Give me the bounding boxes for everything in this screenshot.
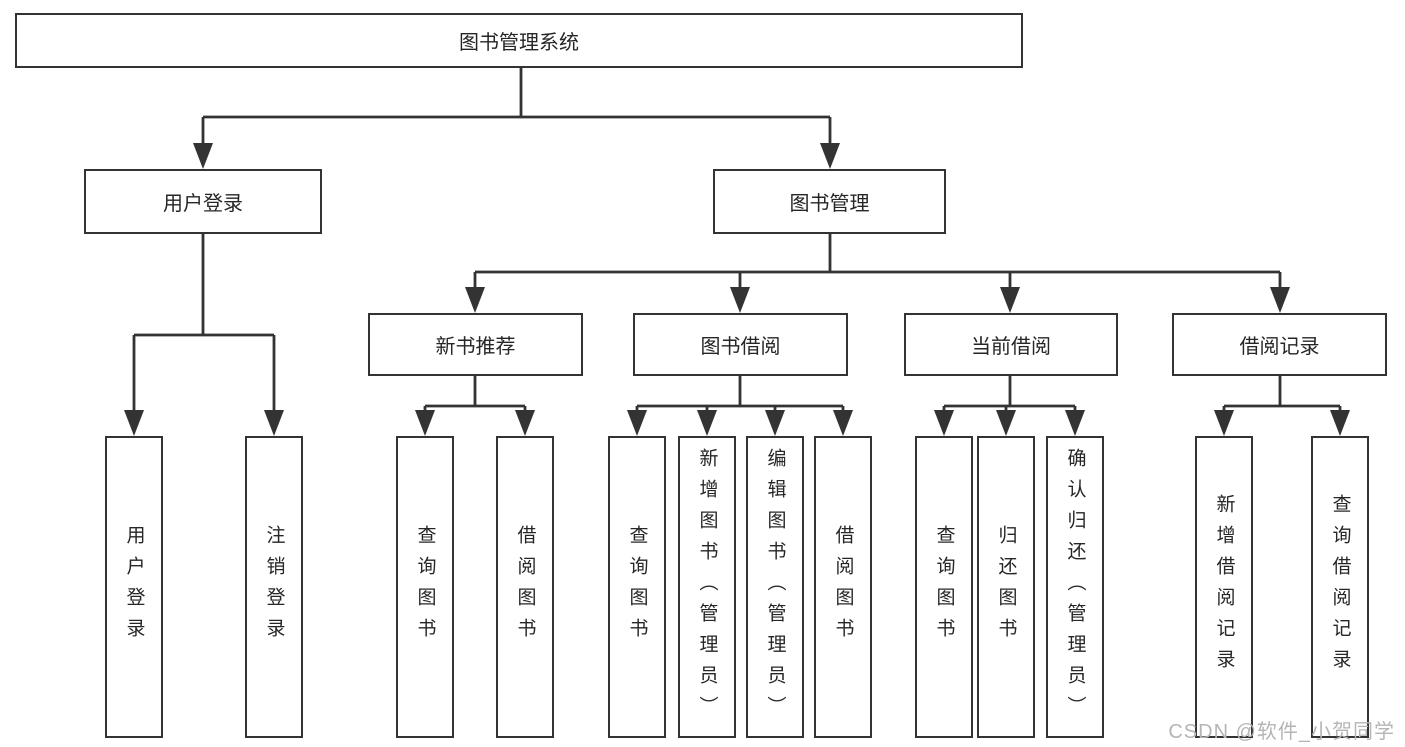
leaf-borrow-books: 借阅图书 [814, 436, 872, 738]
leaf-logout: 注销登录 [245, 436, 303, 738]
leaf-logout-label: 注销登录 [263, 525, 285, 649]
arrowhead [765, 410, 785, 436]
leaf-edit-books-admin-label: 编辑图书（管理员） [764, 447, 786, 727]
leaf-borrow-books-recommend-label: 借阅图书 [514, 525, 536, 649]
leaf-add-books-admin: 新增图书（管理员） [678, 436, 736, 738]
leaf-query-borrow-record: 查询借阅记录 [1311, 436, 1369, 738]
arrowhead [465, 287, 485, 313]
connector-new-book-to-leaves [423, 375, 527, 414]
node-current-borrow: 当前借阅 [904, 313, 1118, 376]
watermark: CSDN @软件_小贺同学 [1168, 721, 1395, 743]
node-borrow-records: 借阅记录 [1172, 313, 1387, 376]
arrowhead [124, 410, 144, 436]
node-new-book-recommend-label: 新书推荐 [435, 336, 516, 358]
connector-book-mgmt-to-level3 [473, 233, 1282, 289]
connector-current-borrow-to-leaves [942, 375, 1077, 414]
node-borrow-records-label: 借阅记录 [1239, 336, 1320, 358]
node-root: 图书管理系统 [15, 13, 1023, 68]
connector-user-login-to-leaves [132, 233, 276, 412]
arrowhead [730, 287, 750, 313]
arrowhead [934, 410, 954, 436]
arrowhead [415, 410, 435, 436]
node-book-borrow-label: 图书借阅 [700, 336, 781, 358]
leaf-return-books-label: 归还图书 [995, 525, 1017, 649]
leaf-user-login: 用户登录 [105, 436, 163, 738]
connector-book-borrow-to-leaves [635, 375, 845, 414]
node-user-login-label: 用户登录 [163, 193, 243, 215]
node-book-borrow: 图书借阅 [633, 313, 848, 376]
arrowhead [1214, 410, 1234, 436]
leaf-add-borrow-record: 新增借阅记录 [1195, 436, 1253, 738]
arrowhead [515, 410, 535, 436]
arrowhead [1270, 287, 1290, 313]
leaf-confirm-return-admin-label: 确认归还（管理员） [1064, 447, 1086, 727]
leaf-borrow-books-recommend: 借阅图书 [496, 436, 554, 738]
arrowhead [1330, 410, 1350, 436]
leaf-query-borrow-record-label: 查询借阅记录 [1329, 494, 1351, 680]
arrowhead [264, 410, 284, 436]
leaf-confirm-return-admin: 确认归还（管理员） [1046, 436, 1104, 738]
node-current-borrow-label: 当前借阅 [971, 336, 1051, 358]
arrowhead [627, 410, 647, 436]
arrowhead [833, 410, 853, 436]
arrowhead [697, 410, 717, 436]
node-new-book-recommend: 新书推荐 [368, 313, 583, 376]
leaf-user-login-label: 用户登录 [123, 525, 145, 649]
leaf-return-books: 归还图书 [977, 436, 1035, 738]
connector-borrow-records-to-leaves [1222, 375, 1342, 414]
leaf-query-books-recommend: 查询图书 [396, 436, 454, 738]
leaf-query-books-borrow: 查询图书 [608, 436, 666, 738]
connector-root-to-level2 [201, 67, 832, 146]
leaf-query-books-current: 查询图书 [915, 436, 973, 738]
leaf-query-books-borrow-label: 查询图书 [626, 525, 648, 649]
arrowhead [820, 143, 840, 169]
node-book-management: 图书管理 [713, 169, 946, 234]
leaf-borrow-books-label: 借阅图书 [832, 525, 854, 649]
leaf-add-books-admin-label: 新增图书（管理员） [696, 447, 718, 727]
arrowhead [1065, 410, 1085, 436]
arrowhead [996, 410, 1016, 436]
node-root-label: 图书管理系统 [459, 32, 579, 54]
leaf-edit-books-admin: 编辑图书（管理员） [746, 436, 804, 738]
arrowhead [193, 143, 213, 169]
leaf-query-books-current-label: 查询图书 [933, 525, 955, 649]
node-user-login: 用户登录 [84, 169, 322, 234]
node-book-management-label: 图书管理 [789, 193, 870, 215]
leaf-query-books-recommend-label: 查询图书 [414, 525, 436, 649]
leaf-add-borrow-record-label: 新增借阅记录 [1213, 494, 1235, 680]
arrowhead [1000, 287, 1020, 313]
